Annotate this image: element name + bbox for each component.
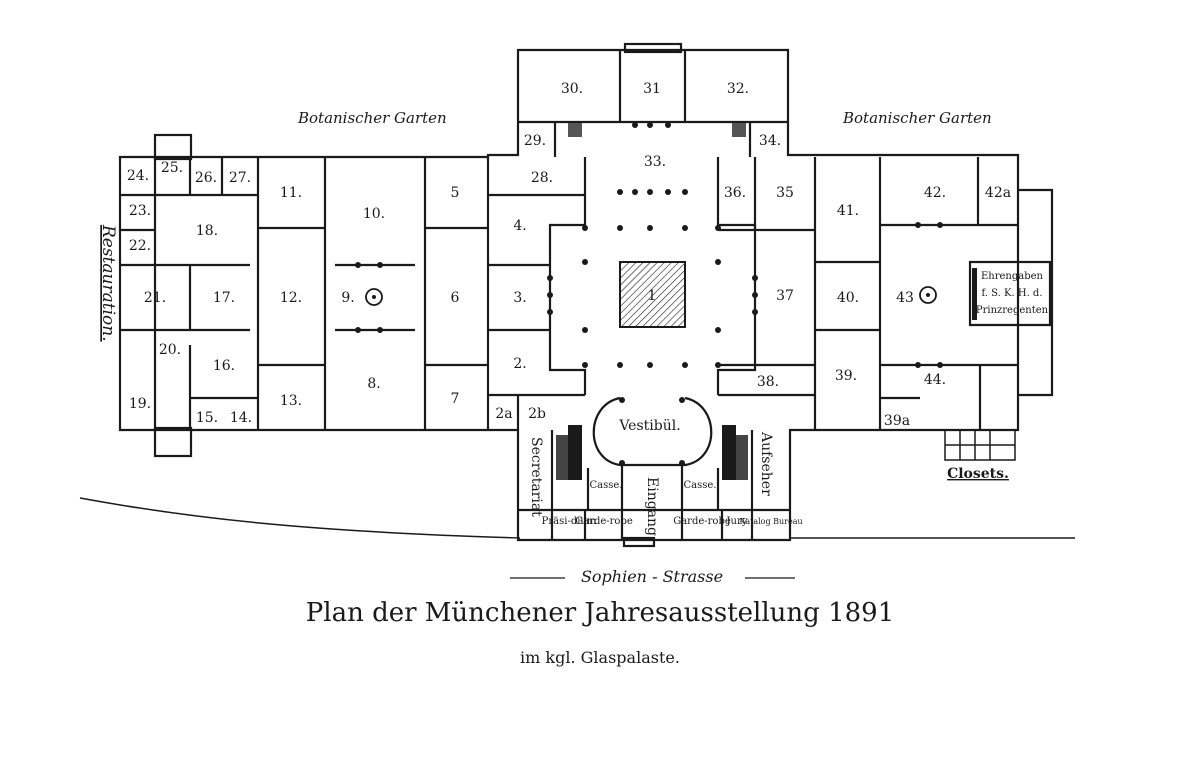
room-label-17: 17. <box>213 290 235 306</box>
room-label-26: 26. <box>195 170 217 186</box>
entrance-label: Eingang <box>644 477 660 536</box>
garderobe-right-label: Garde-robe <box>673 516 731 527</box>
street-label: Sophien - Strasse <box>581 567 723 586</box>
katalog-label: Katalog Bureau <box>739 517 802 526</box>
room-label-28: 28. <box>531 170 553 186</box>
plan-title: Plan der Münchener Jahresausstellung 189… <box>305 598 895 628</box>
room-label-10: 10. <box>363 206 385 222</box>
room-label-20: 20. <box>159 342 181 358</box>
room-label-38: 38. <box>757 374 779 390</box>
room-label-41: 41. <box>837 203 859 219</box>
casse-left-label: Casse. <box>590 480 623 491</box>
closets-block <box>944 429 1016 461</box>
room-label-33: 33. <box>644 154 666 170</box>
room-label-3: 3. <box>513 290 526 306</box>
room-label-22: 22. <box>129 238 151 254</box>
room-label-36: 36. <box>724 185 746 201</box>
street-curve <box>79 497 521 539</box>
plan-walls <box>118 42 1054 548</box>
restaurant-label: Restauration. <box>98 224 118 342</box>
ehrengaben-line2: f. S. K. H. d. <box>981 288 1042 299</box>
room-label-25: 25. <box>161 160 183 176</box>
room-label-13: 13. <box>280 393 302 409</box>
room-label-24: 24. <box>127 168 149 184</box>
room-label-39a: 39a <box>884 413 910 429</box>
closets-label: Closets. <box>947 466 1009 482</box>
columns <box>355 122 943 466</box>
garderobe-left-label: Garde-robe <box>575 516 633 527</box>
room-label-2: 2. <box>513 356 526 372</box>
room-numbers: 1 2. 2a 2b 3. 4. 5 6 7 8. 9. 10. 11. 12.… <box>127 81 1011 429</box>
room-label-6: 6 <box>451 290 460 306</box>
room-label-30: 30. <box>561 81 583 97</box>
room-label-43: 43 <box>896 290 914 306</box>
fountains <box>365 286 937 306</box>
garden-right-label: Botanischer Garten <box>842 109 992 127</box>
vestibule-label: Vestibül. <box>618 418 680 434</box>
aufseher-label: Aufseher <box>758 431 774 496</box>
ehrengaben-line3: Prinzregenten <box>976 305 1049 316</box>
room-label-42a: 42a <box>985 185 1011 201</box>
jury-label: Jury <box>726 516 748 527</box>
room-label-19: 19. <box>129 396 151 412</box>
room-label-23: 23. <box>129 203 151 219</box>
room-label-1: 1 <box>648 288 657 304</box>
room-label-35: 35 <box>776 185 794 201</box>
room-label-11: 11. <box>280 185 302 201</box>
room-label-2b: 2b <box>528 406 546 422</box>
room-label-37: 37 <box>776 288 794 304</box>
staircases <box>556 123 977 480</box>
casse-right-label: Casse. <box>684 480 717 491</box>
room-label-42: 42. <box>924 185 946 201</box>
room-label-27: 27. <box>229 170 251 186</box>
room-label-5: 5 <box>451 185 460 201</box>
room-label-21: 21. <box>144 290 166 306</box>
room-label-31: 31 <box>643 81 661 97</box>
room-1-hatch <box>619 261 686 328</box>
room-label-14: 14. <box>230 410 252 426</box>
room-label-16: 16. <box>213 358 235 374</box>
room-label-29: 29. <box>524 133 546 149</box>
room-label-9: 9. <box>341 290 354 306</box>
room-label-8: 8. <box>367 376 380 392</box>
room-label-39: 39. <box>835 368 857 384</box>
room-label-12: 12. <box>280 290 302 306</box>
room-label-7: 7 <box>451 391 460 407</box>
plan-subtitle: im kgl. Glaspalaste. <box>520 648 680 667</box>
praesidium-label: Präsi-dium <box>542 516 597 527</box>
secretariat-label: Secretariat <box>528 437 544 517</box>
room-label-34: 34. <box>759 133 781 149</box>
room-label-32: 32. <box>727 81 749 97</box>
room-label-44: 44. <box>924 372 946 388</box>
ehrengaben-line1: Ehrengaben <box>981 271 1044 282</box>
room-label-2a: 2a <box>495 406 512 422</box>
garden-left-label: Botanischer Garten <box>297 109 447 127</box>
room-label-40: 40. <box>837 290 859 306</box>
room-label-4: 4. <box>513 218 526 234</box>
room-label-18: 18. <box>196 223 218 239</box>
room-label-15: 15. <box>196 410 218 426</box>
